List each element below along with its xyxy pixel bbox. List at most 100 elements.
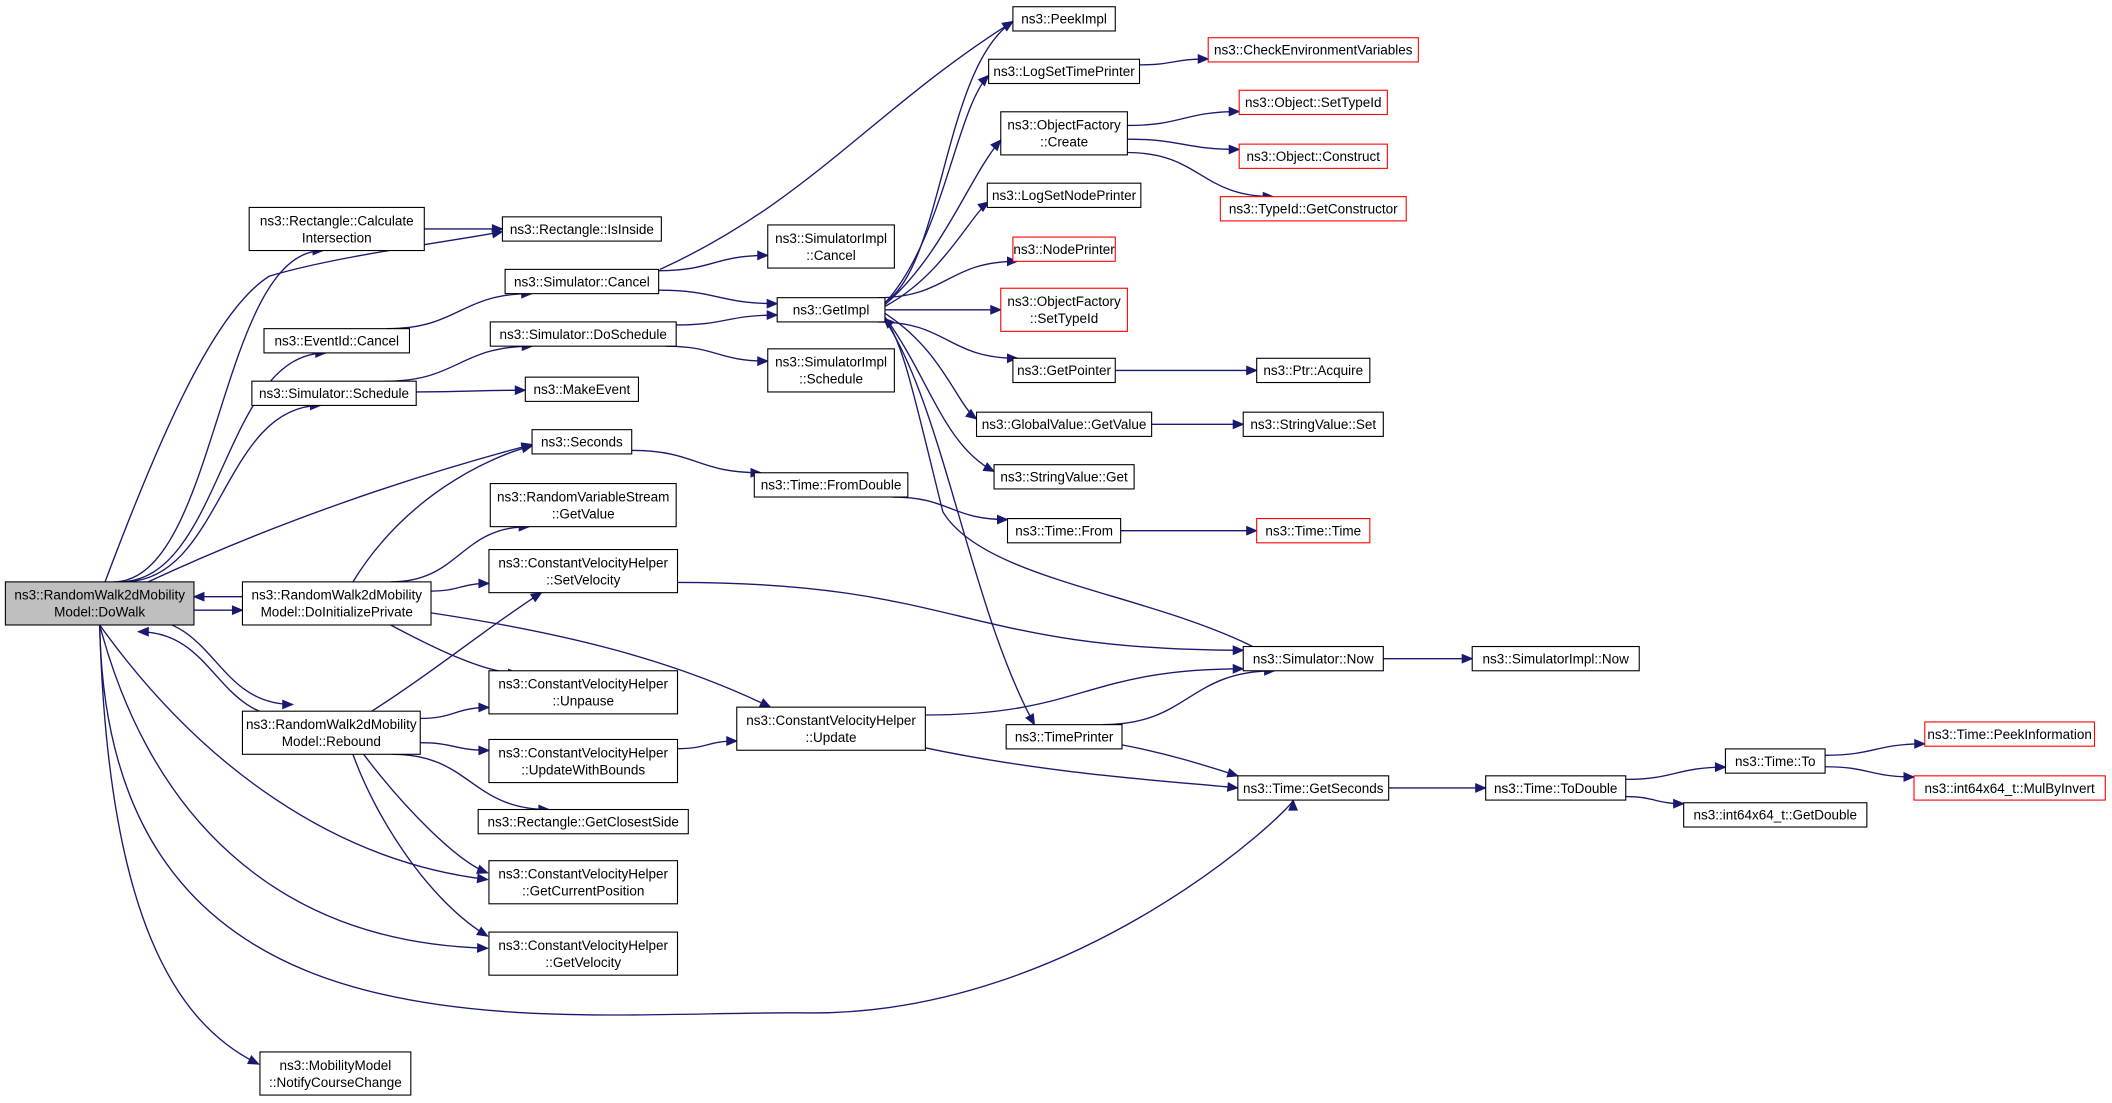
node-timeprinter[interactable]: ns3::TimePrinter (1005, 724, 1123, 750)
node-box[interactable] (488, 670, 679, 715)
node-rvs_getvalue[interactable]: ns3::RandomVariableStream::GetValue (489, 483, 677, 528)
node-cvh_getvelocity[interactable]: ns3::ConstantVelocityHelper::GetVelocity (488, 931, 679, 976)
node-box[interactable] (1683, 802, 1868, 828)
node-sim_cancel[interactable]: ns3::Simulator::Cancel (504, 268, 660, 295)
node-box[interactable] (1256, 518, 1371, 544)
node-box[interactable] (489, 483, 677, 528)
node-box[interactable] (488, 860, 679, 905)
node-box[interactable] (1000, 111, 1128, 156)
node-makeevent[interactable]: ns3::MakeEvent (524, 376, 639, 402)
node-time_todouble[interactable]: ns3::Time::ToDouble (1485, 775, 1627, 801)
node-time_peekinfo[interactable]: ns3::Time::PeekInformation (1924, 721, 2096, 747)
node-box[interactable] (1000, 287, 1128, 332)
node-box[interactable] (1913, 775, 2106, 801)
node-box[interactable] (986, 182, 1142, 208)
node-time_time[interactable]: ns3::Time::Time (1256, 518, 1371, 544)
node-box[interactable] (1012, 6, 1116, 32)
node-time_to[interactable]: ns3::Time::To (1724, 748, 1826, 774)
node-checkenv[interactable]: ns3::CheckEnvironmentVariables (1207, 37, 1419, 63)
node-logsettimeprinter[interactable]: ns3::LogSetTimePrinter (988, 58, 1141, 85)
node-box[interactable] (776, 297, 886, 323)
node-box[interactable] (1924, 721, 2096, 747)
node-simimpl_cancel[interactable]: ns3::SimulatorImpl::Cancel (767, 224, 895, 269)
node-getpointer[interactable]: ns3::GetPointer (1012, 357, 1116, 384)
node-ptr_acquire[interactable]: ns3::Ptr::Acquire (1256, 357, 1371, 384)
node-simimpl_schedule[interactable]: ns3::SimulatorImpl::Schedule (767, 348, 895, 393)
node-cvh_update[interactable]: ns3::ConstantVelocityHelper::Update (736, 706, 926, 751)
node-box[interactable] (1237, 775, 1390, 801)
node-box[interactable] (531, 429, 633, 455)
node-box[interactable] (1012, 357, 1116, 384)
node-box[interactable] (753, 472, 909, 498)
node-gv_getvalue[interactable]: ns3::GlobalValue::GetValue (975, 411, 1153, 437)
node-eventid_cancel[interactable]: ns3::EventId::Cancel (263, 328, 411, 354)
node-box[interactable] (488, 738, 679, 784)
node-sim_now[interactable]: ns3::Simulator::Now (1242, 645, 1384, 672)
node-box[interactable] (736, 706, 926, 751)
node-box[interactable] (524, 376, 639, 402)
node-box[interactable] (767, 348, 895, 393)
node-rect_closest[interactable]: ns3::Rectangle::GetClosestSide (477, 808, 689, 835)
node-box[interactable] (1012, 236, 1116, 262)
node-logsetnodeprinter[interactable]: ns3::LogSetNodePrinter (986, 182, 1142, 208)
node-time_fromdouble[interactable]: ns3::Time::FromDouble (753, 472, 909, 498)
node-rect_isinside[interactable]: ns3::Rectangle::IsInside (501, 216, 662, 242)
node-time_getseconds[interactable]: ns3::Time::GetSeconds (1237, 775, 1390, 801)
node-cvh_updatewithbounds[interactable]: ns3::ConstantVelocityHelper::UpdateWithB… (488, 738, 679, 784)
node-box[interactable] (489, 321, 677, 347)
node-box[interactable] (993, 464, 1135, 490)
node-box[interactable] (251, 380, 417, 406)
node-box[interactable] (767, 224, 895, 269)
node-sim_schedule[interactable]: ns3::Simulator::Schedule (251, 380, 417, 406)
node-obj_construct[interactable]: ns3::Object::Construct (1238, 143, 1388, 169)
node-doinit[interactable]: ns3::RandomWalk2dMobilityModel::DoInitia… (241, 581, 432, 626)
node-box[interactable] (248, 206, 425, 252)
node-box[interactable] (477, 808, 689, 835)
node-box[interactable] (4, 581, 195, 626)
node-box[interactable] (241, 710, 421, 755)
node-box[interactable] (988, 58, 1141, 85)
node-box[interactable] (1207, 37, 1419, 63)
node-box[interactable] (1006, 518, 1122, 544)
node-box[interactable] (975, 411, 1153, 437)
node-box[interactable] (1256, 357, 1371, 384)
node-of_create[interactable]: ns3::ObjectFactory::Create (1000, 111, 1128, 156)
node-int64_mulbyinvert[interactable]: ns3::int64x64_t::MulByInvert (1913, 775, 2106, 801)
node-box[interactable] (488, 549, 679, 594)
node-cvh_setvelocity[interactable]: ns3::ConstantVelocityHelper::SetVelocity (488, 549, 679, 594)
node-seconds[interactable]: ns3::Seconds (531, 429, 633, 455)
node-box[interactable] (263, 328, 411, 354)
node-sv_get[interactable]: ns3::StringValue::Get (993, 464, 1135, 490)
node-box[interactable] (1471, 645, 1640, 672)
node-sim_doschedule[interactable]: ns3::Simulator::DoSchedule (489, 321, 677, 347)
node-box[interactable] (259, 1051, 412, 1096)
node-obj_settypeid[interactable]: ns3::Object::SetTypeId (1238, 89, 1388, 116)
node-box[interactable] (488, 931, 679, 976)
node-box[interactable] (1238, 89, 1388, 116)
node-getimpl[interactable]: ns3::GetImpl (776, 297, 886, 323)
node-of_settypeid[interactable]: ns3::ObjectFactory::SetTypeId (1000, 287, 1128, 332)
node-nodeprinter[interactable]: ns3::NodePrinter (1012, 236, 1116, 262)
node-box[interactable] (1242, 411, 1384, 437)
node-peekimpl[interactable]: ns3::PeekImpl (1012, 6, 1116, 32)
node-box[interactable] (1724, 748, 1826, 774)
node-simimpl_now[interactable]: ns3::SimulatorImpl::Now (1471, 645, 1640, 672)
node-box[interactable] (504, 268, 660, 295)
node-box[interactable] (1242, 645, 1384, 672)
node-cvh_unpause[interactable]: ns3::ConstantVelocityHelper::Unpause (488, 670, 679, 715)
node-int64_getdouble[interactable]: ns3::int64x64_t::GetDouble (1683, 802, 1868, 828)
node-box[interactable] (1238, 143, 1388, 169)
node-notify[interactable]: ns3::MobilityModel::NotifyCourseChange (259, 1051, 412, 1096)
node-box[interactable] (1005, 724, 1123, 750)
node-time_from[interactable]: ns3::Time::From (1006, 518, 1122, 544)
node-box[interactable] (501, 216, 662, 242)
node-typeid_getconstructor[interactable]: ns3::TypeId::GetConstructor (1219, 196, 1407, 222)
node-sv_set[interactable]: ns3::StringValue::Set (1242, 411, 1384, 437)
node-box[interactable] (1219, 196, 1407, 222)
node-cvh_getcurrentposition[interactable]: ns3::ConstantVelocityHelper::GetCurrentP… (488, 860, 679, 905)
node-box[interactable] (1485, 775, 1627, 801)
node-box[interactable] (241, 581, 432, 626)
